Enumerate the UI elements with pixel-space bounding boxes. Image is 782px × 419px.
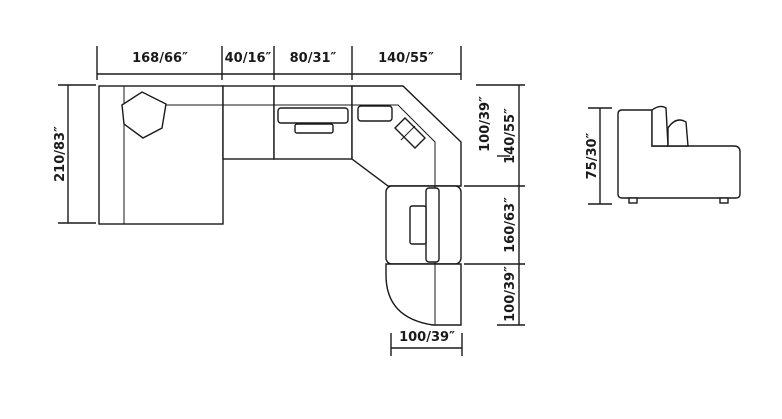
dim-top-2: 40/16″ [225,51,272,66]
side-cup-holder [409,205,427,245]
sofa-top-view [98,85,462,326]
sofa-side-view [617,105,741,204]
side-view-foot-right [719,197,729,204]
armless-seat [222,85,275,160]
corner-headrest [357,105,393,122]
side-view-foot-left [628,197,638,204]
dim-right-4: 100/39″ [503,266,518,322]
side-view-headrest [667,119,689,147]
side-view-body [617,109,741,199]
right-dimension-lines [464,84,525,326]
corner-cup-holder [394,117,426,149]
chaise-pillow [121,91,167,139]
bottom-dimension-lines [390,333,463,356]
dim-top-3: 80/31″ [290,51,337,66]
headrest [277,107,349,124]
dim-right-3: 160/63″ [503,197,518,253]
dim-side-height: 75/30″ [585,132,600,179]
dim-top-4: 140/55″ [378,51,434,66]
side-headrest [425,187,440,263]
dim-right-2: 140/55″ [503,108,518,164]
dim-top-1: 168/66″ [132,51,188,66]
dim-bottom: 100/39″ [399,330,455,345]
dim-right-1: 100/39″ [478,96,493,152]
cup-holder [294,123,334,134]
top-dimension-lines [96,46,462,80]
side-dimension-lines [588,107,612,205]
left-dimension-lines [58,84,96,224]
dim-left: 210/83″ [53,126,68,182]
side-view-back-cushion [651,105,669,147]
rounded-end-piece [385,263,462,326]
